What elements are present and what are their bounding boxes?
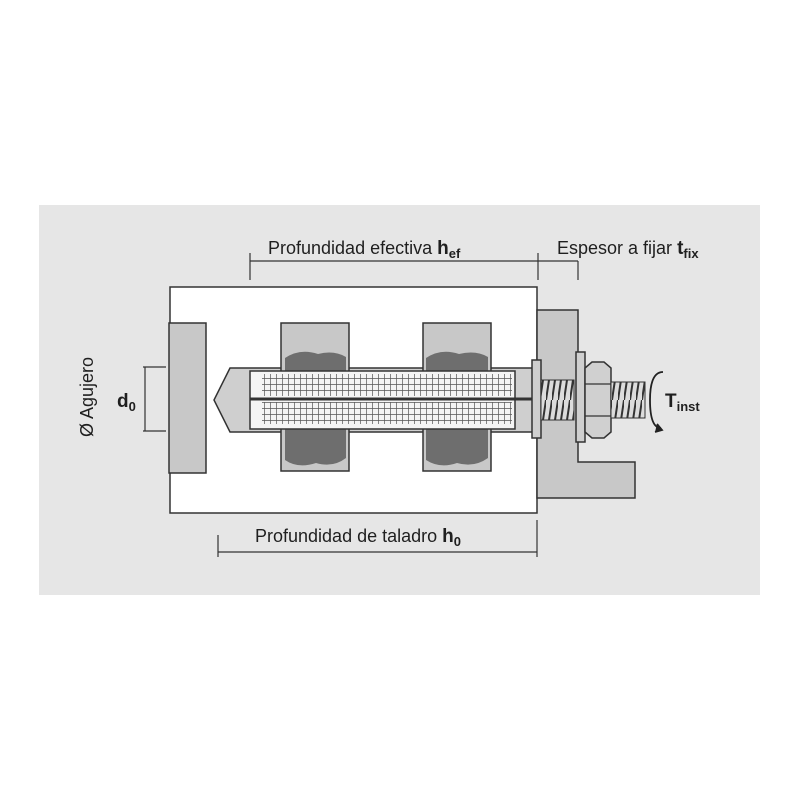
nut-washer xyxy=(575,351,586,443)
torque-label: Tinst xyxy=(665,391,700,414)
fixture-thickness-label: Espesor a fijar tfix xyxy=(557,238,699,261)
hole-diameter-dimension xyxy=(143,366,166,432)
washer xyxy=(531,359,542,439)
hole-diameter-label: Ø Agujero xyxy=(77,357,97,437)
resin-blob-3 xyxy=(426,351,488,376)
drill-depth-label: Profundidad de taladro h0 xyxy=(255,526,461,549)
effective-depth-label: Profundidad efectiva hef xyxy=(268,238,461,261)
resin-blob-2 xyxy=(285,424,346,466)
drill-depth-dimension xyxy=(217,520,538,557)
threaded-rod xyxy=(540,379,575,421)
fixture-plate xyxy=(536,309,636,499)
mesh-sleeve-lower xyxy=(262,402,512,424)
hex-nut xyxy=(584,361,612,439)
rotation-arrow-icon xyxy=(649,371,664,433)
effective-depth-dimension xyxy=(249,253,579,280)
diameter-symbol-label: d0 xyxy=(117,391,136,414)
mesh-sleeve-upper xyxy=(262,374,512,396)
resin-blob-4 xyxy=(426,424,488,466)
rod-tail xyxy=(610,381,646,419)
left-block xyxy=(168,322,207,474)
resin-blob-1 xyxy=(285,351,346,376)
